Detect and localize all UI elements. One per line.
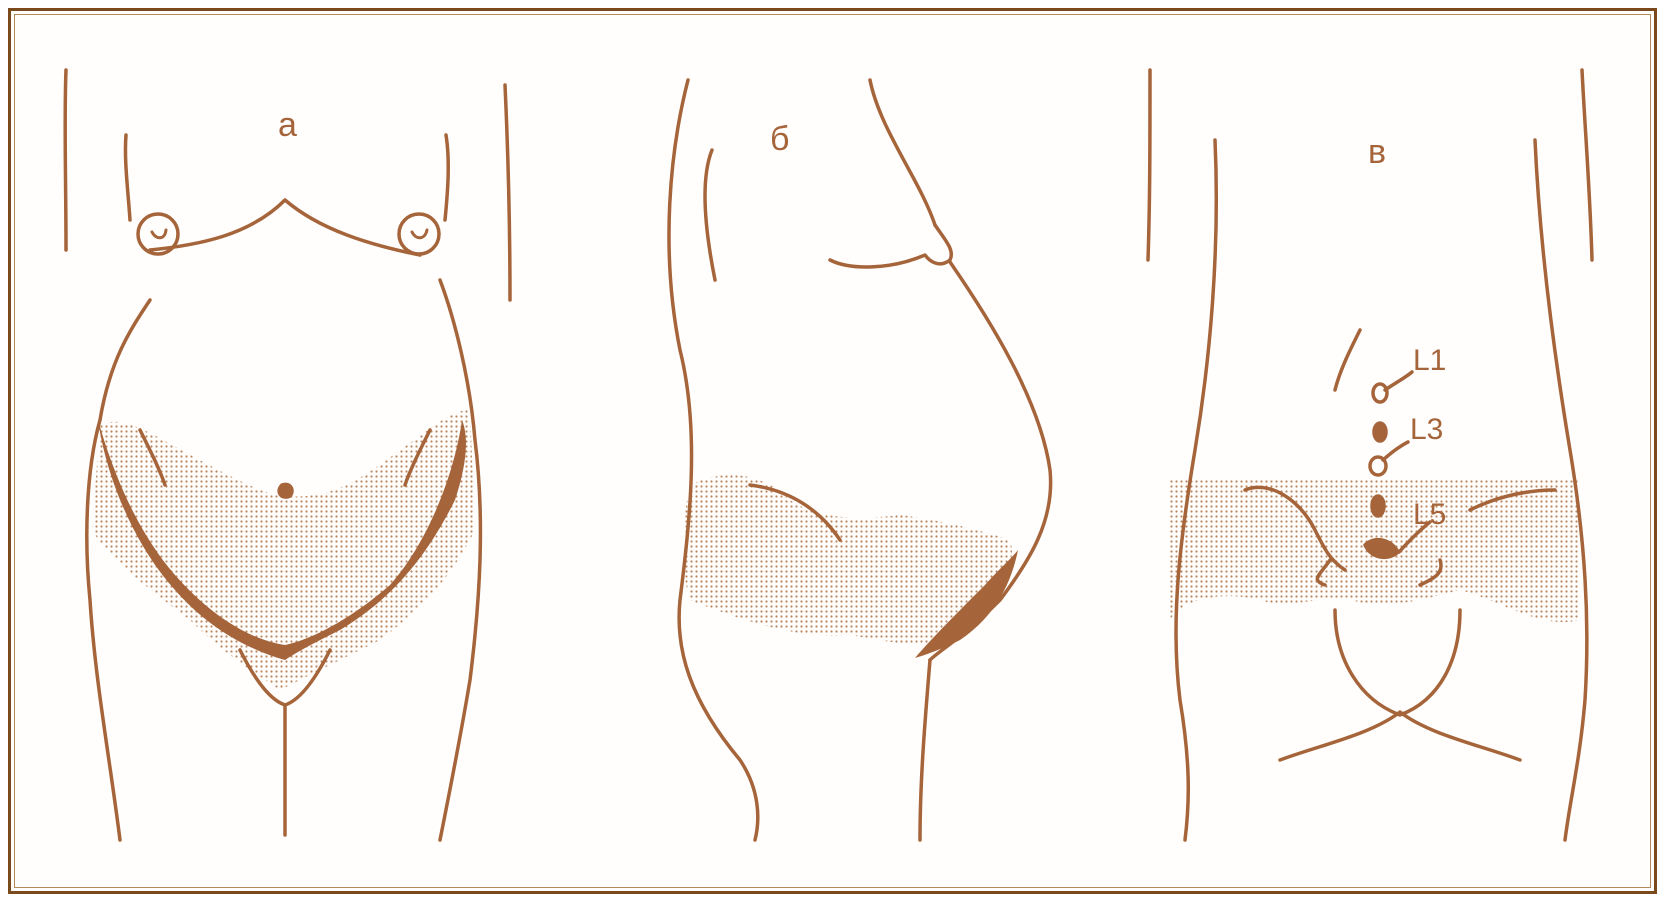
- panel-side-drawing: [669, 80, 1051, 840]
- front-chest-line: [150, 200, 420, 255]
- back-sacrum: [1335, 610, 1460, 715]
- front-body-outline-right: [505, 85, 510, 300]
- vertebra-l2-marker: [1374, 423, 1386, 441]
- vertebra-label-l3: L3: [1410, 415, 1443, 445]
- side-breast: [830, 225, 951, 267]
- panel-label-side: б: [770, 122, 789, 156]
- vertebra-l1-marker: [1373, 384, 1387, 402]
- vertebra-l4-marker: [1372, 496, 1384, 516]
- front-arm-right: [445, 135, 448, 220]
- front-arm-left: [125, 135, 130, 220]
- panel-label-front: а: [278, 108, 297, 142]
- side-breast-upper: [870, 80, 935, 225]
- back-outline-left: [1148, 70, 1150, 260]
- side-thigh-front: [920, 660, 930, 840]
- front-body-outline-left: [65, 70, 66, 250]
- front-navel: [279, 484, 292, 497]
- panel-front-drawing: [65, 70, 510, 840]
- panel-label-back: в: [1368, 135, 1386, 169]
- panel-back-drawing: [1148, 70, 1592, 840]
- side-back-contour: [669, 80, 758, 840]
- vertebra-label-l1: L1: [1413, 346, 1446, 376]
- side-arm-line: [705, 150, 715, 280]
- back-spine-line: [1335, 330, 1360, 390]
- front-breast-right: [399, 214, 439, 254]
- back-outline-right: [1582, 70, 1592, 260]
- back-buttocks: [1280, 712, 1520, 760]
- vertebra-label-l5: L5: [1413, 500, 1446, 530]
